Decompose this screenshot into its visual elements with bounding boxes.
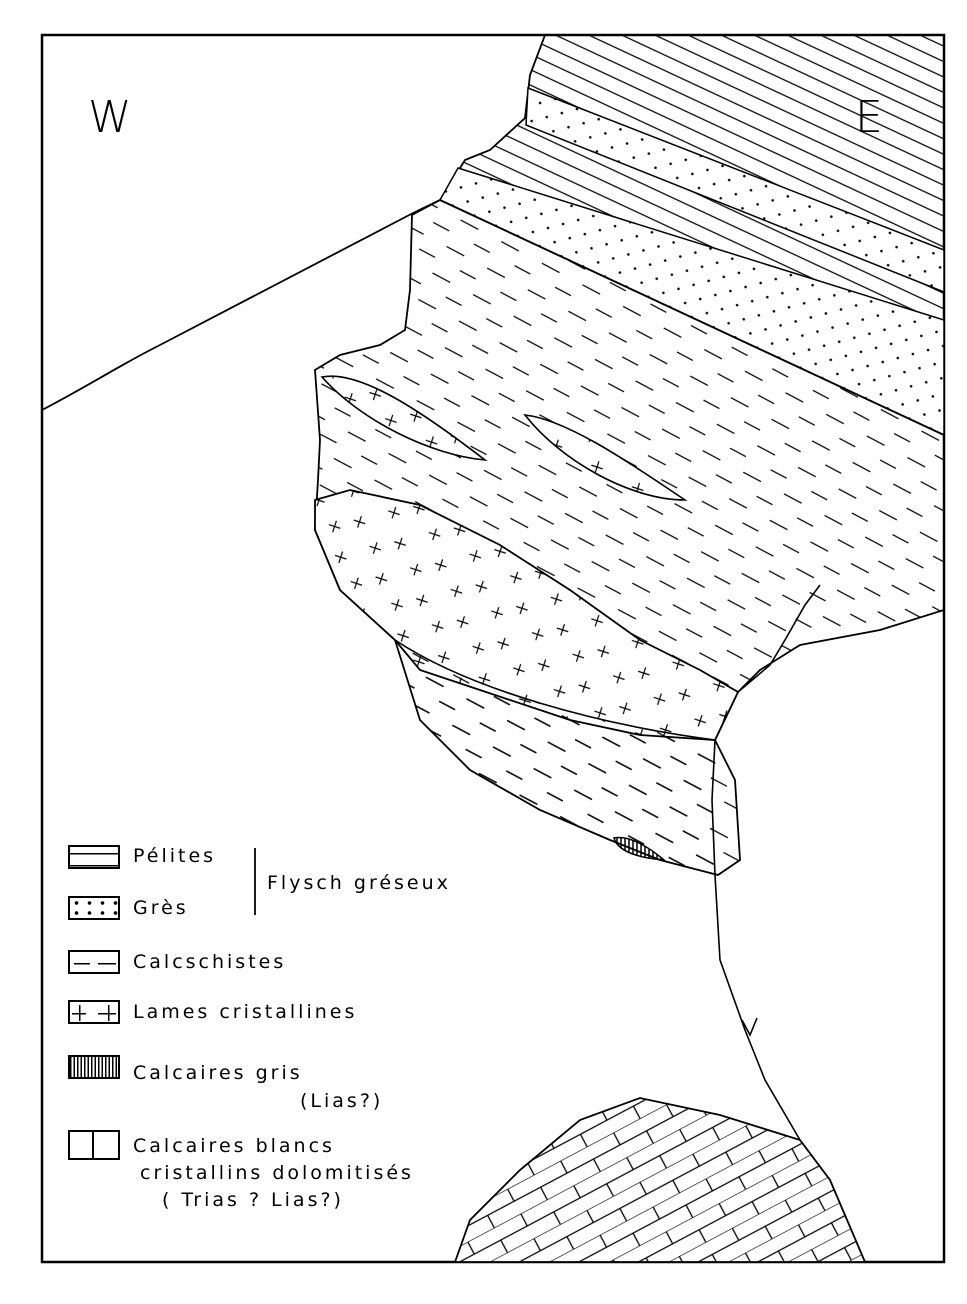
flow-arrow-icon [741, 1017, 758, 1037]
legend-label-calcschistes: Calcschistes [133, 951, 287, 973]
lames-cristallines-lens-2-fill [525, 415, 685, 500]
calcaires-gris-outcrop [613, 836, 667, 861]
legend-sublabel-calcaires-blancs: cristallins dolomitisés [140, 1162, 414, 1184]
legend-swatch-gres [68, 896, 120, 920]
legend-swatch-pelites [68, 845, 120, 869]
legend-label-pelites: Pélites [133, 845, 217, 867]
calcaires-blancs-fill [455, 1098, 865, 1262]
legend-group-flysch: Flysch gréseux [267, 872, 451, 894]
legend-swatch-calcschistes [68, 950, 120, 974]
gres-band-upper-fill [526, 88, 944, 292]
stream-line [711, 584, 821, 1141]
lames-cristallines-fill [315, 490, 738, 740]
legend-label-lames: Lames cristallines [133, 1001, 358, 1023]
east-label: E [855, 92, 883, 143]
lames-cristallines-lens-1-fill [322, 376, 485, 460]
legend-label-calcaires-gris: Calcaires gris [133, 1062, 303, 1084]
contact-line [394, 639, 716, 741]
legend-label-gres: Grès [133, 897, 189, 919]
legend-sublabel-calcaires-gris: (Lias?) [300, 1090, 384, 1112]
gres-band-lower-fill [440, 168, 944, 435]
legend-swatch-lames [68, 1000, 120, 1024]
calcschistes-lower [395, 640, 715, 875]
legend-swatch-calcaires-gris [68, 1055, 120, 1079]
boundary-line-west [41, 199, 441, 411]
west-label: W [88, 92, 132, 143]
legend-swatch-calcaires-blancs [68, 1130, 120, 1160]
legend-label-calcaires-blancs: Calcaires blancs [133, 1135, 335, 1157]
legend-sublabel2-calcaires-blancs: ( Trias ? Lias?) [162, 1189, 344, 1211]
